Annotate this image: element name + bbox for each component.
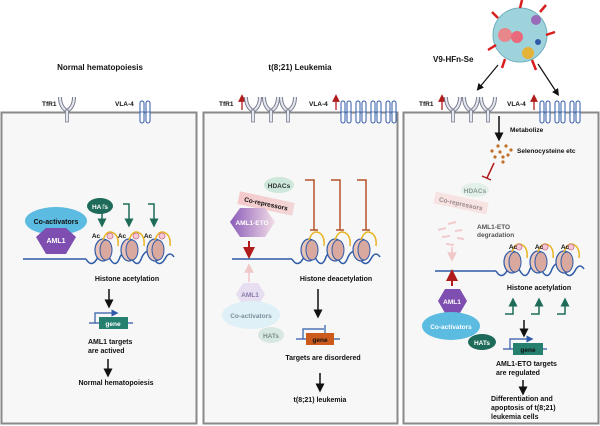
aml1-hexagon-faded: [236, 283, 265, 306]
nucleosome-icon: [146, 238, 165, 262]
nucleosome-icon: [529, 250, 548, 274]
aml1-eto-label: AML1-ETO: [235, 220, 268, 227]
nucleosome-icon: [503, 250, 522, 274]
nucleosome-icon: [300, 238, 319, 262]
hats-oval: [87, 198, 113, 214]
vla4-label: VLA-4: [115, 101, 134, 108]
gene-label: gene: [105, 321, 121, 328]
inhibition-bar: [481, 162, 495, 181]
degradation-label: degradation: [477, 232, 514, 239]
coactivators-label: Co-activators: [34, 219, 79, 226]
panel-leukemia: [202, 111, 399, 425]
panel-title-normal: Normal hematopoiesis: [57, 63, 143, 72]
nucleosome-icon: [326, 238, 345, 262]
histone-tails: [308, 231, 377, 247]
gene-icon: [89, 309, 133, 329]
targets-label: AML1-ETO targets: [496, 361, 557, 368]
coactivators-oval: [25, 207, 87, 235]
coactivators-oval: [422, 312, 480, 340]
degraded-fragments: [437, 221, 465, 246]
histone-deacetylation-label: Histone deacetylation: [300, 276, 372, 283]
nucleosome-icon: [352, 238, 371, 262]
acetyl-marks: [515, 243, 575, 251]
tfr1-label: TfR1: [42, 101, 57, 108]
tfr1-label: TfR1: [419, 101, 434, 108]
ac-label: Ac: [92, 233, 101, 240]
hats-oval-faded: [258, 327, 284, 343]
aml1-label: AML1: [443, 299, 461, 306]
ac-label: Ac: [144, 233, 153, 240]
targets-label: AML1 targets: [88, 339, 132, 346]
nucleosome-icon: [94, 238, 113, 262]
aml1-label: AML1: [46, 238, 65, 245]
ac-label: Ac: [509, 244, 518, 251]
histone-tails: [511, 243, 580, 259]
repression-bars: [305, 179, 370, 231]
targeting-arrow-vla4: [537, 63, 559, 97]
hdacs-label: HDACs: [268, 183, 291, 190]
aml1-hexagon: [36, 228, 76, 254]
panel-normal: [0, 111, 198, 425]
outcome-label: apoptosis of t(8;21): [491, 405, 556, 412]
coactivators-oval-faded: [222, 301, 280, 329]
vla4-label: VLA-4: [507, 101, 526, 108]
outcome-label: t(8;21) leukemia: [294, 397, 347, 404]
nucleosome-icon: [555, 250, 574, 274]
activation-arrows: [96, 203, 159, 228]
hats-label: HATs: [92, 204, 108, 211]
gene-label: gene: [312, 337, 328, 344]
gene-icon: [503, 335, 547, 355]
outcome-label: Normal hematopoiesis: [78, 380, 153, 387]
panel-title-treatment: V9-HFn-Se: [433, 55, 474, 64]
nanoparticle-icon: [487, 0, 556, 71]
acetyl-marks: [106, 232, 166, 240]
coactivators-label: Co-activators: [430, 324, 472, 331]
targeting-arrow-tfr1: [476, 64, 499, 91]
coactivators-label: Co-activators: [230, 313, 272, 320]
hdacs-label: HDACs: [464, 188, 487, 195]
histone-tails: [102, 231, 171, 247]
tfr1-label: TfR1: [219, 101, 234, 108]
panel-title-leukemia: t(8;21) Leukemia: [268, 63, 332, 72]
targets-label: Targets are disordered: [285, 355, 360, 362]
selenocysteine-dots-icon: [490, 144, 513, 164]
metabolize-label: Metabolize: [510, 127, 544, 134]
ac-label: Ac: [561, 244, 570, 251]
targets-label: are regulated: [496, 370, 540, 377]
hats-label: HATs: [263, 333, 279, 340]
selenocysteine-label: Selenocysteine etc: [517, 148, 576, 155]
outcome-label: leukemia cells: [491, 414, 539, 421]
nucleosome-icon: [120, 238, 139, 262]
gene-label: gene: [520, 347, 536, 354]
aml1-hexagon: [438, 289, 467, 313]
targets-label: are actived: [88, 348, 125, 355]
hats-label: HATs: [474, 340, 490, 347]
hdacs-oval-faded: [461, 183, 489, 197]
ac-label: Ac: [118, 233, 127, 240]
gene-repressed-icon: [296, 325, 340, 345]
hdacs-oval: [264, 177, 294, 193]
histone-acetylation-label: Histone acetylation: [95, 276, 159, 283]
ac-label: Ac: [535, 244, 544, 251]
aml1-eto-hexagon: [230, 208, 275, 237]
vla4-label: VLA-4: [309, 101, 328, 108]
outcome-label: Differentiation and: [491, 396, 553, 403]
aml1-label: AML1: [241, 292, 259, 299]
activation-arrows: [505, 297, 570, 315]
degradation-label: AML1-ETO: [477, 224, 510, 231]
histone-acetylation-label: Histone acetylation: [507, 285, 571, 292]
hats-oval: [468, 334, 496, 350]
